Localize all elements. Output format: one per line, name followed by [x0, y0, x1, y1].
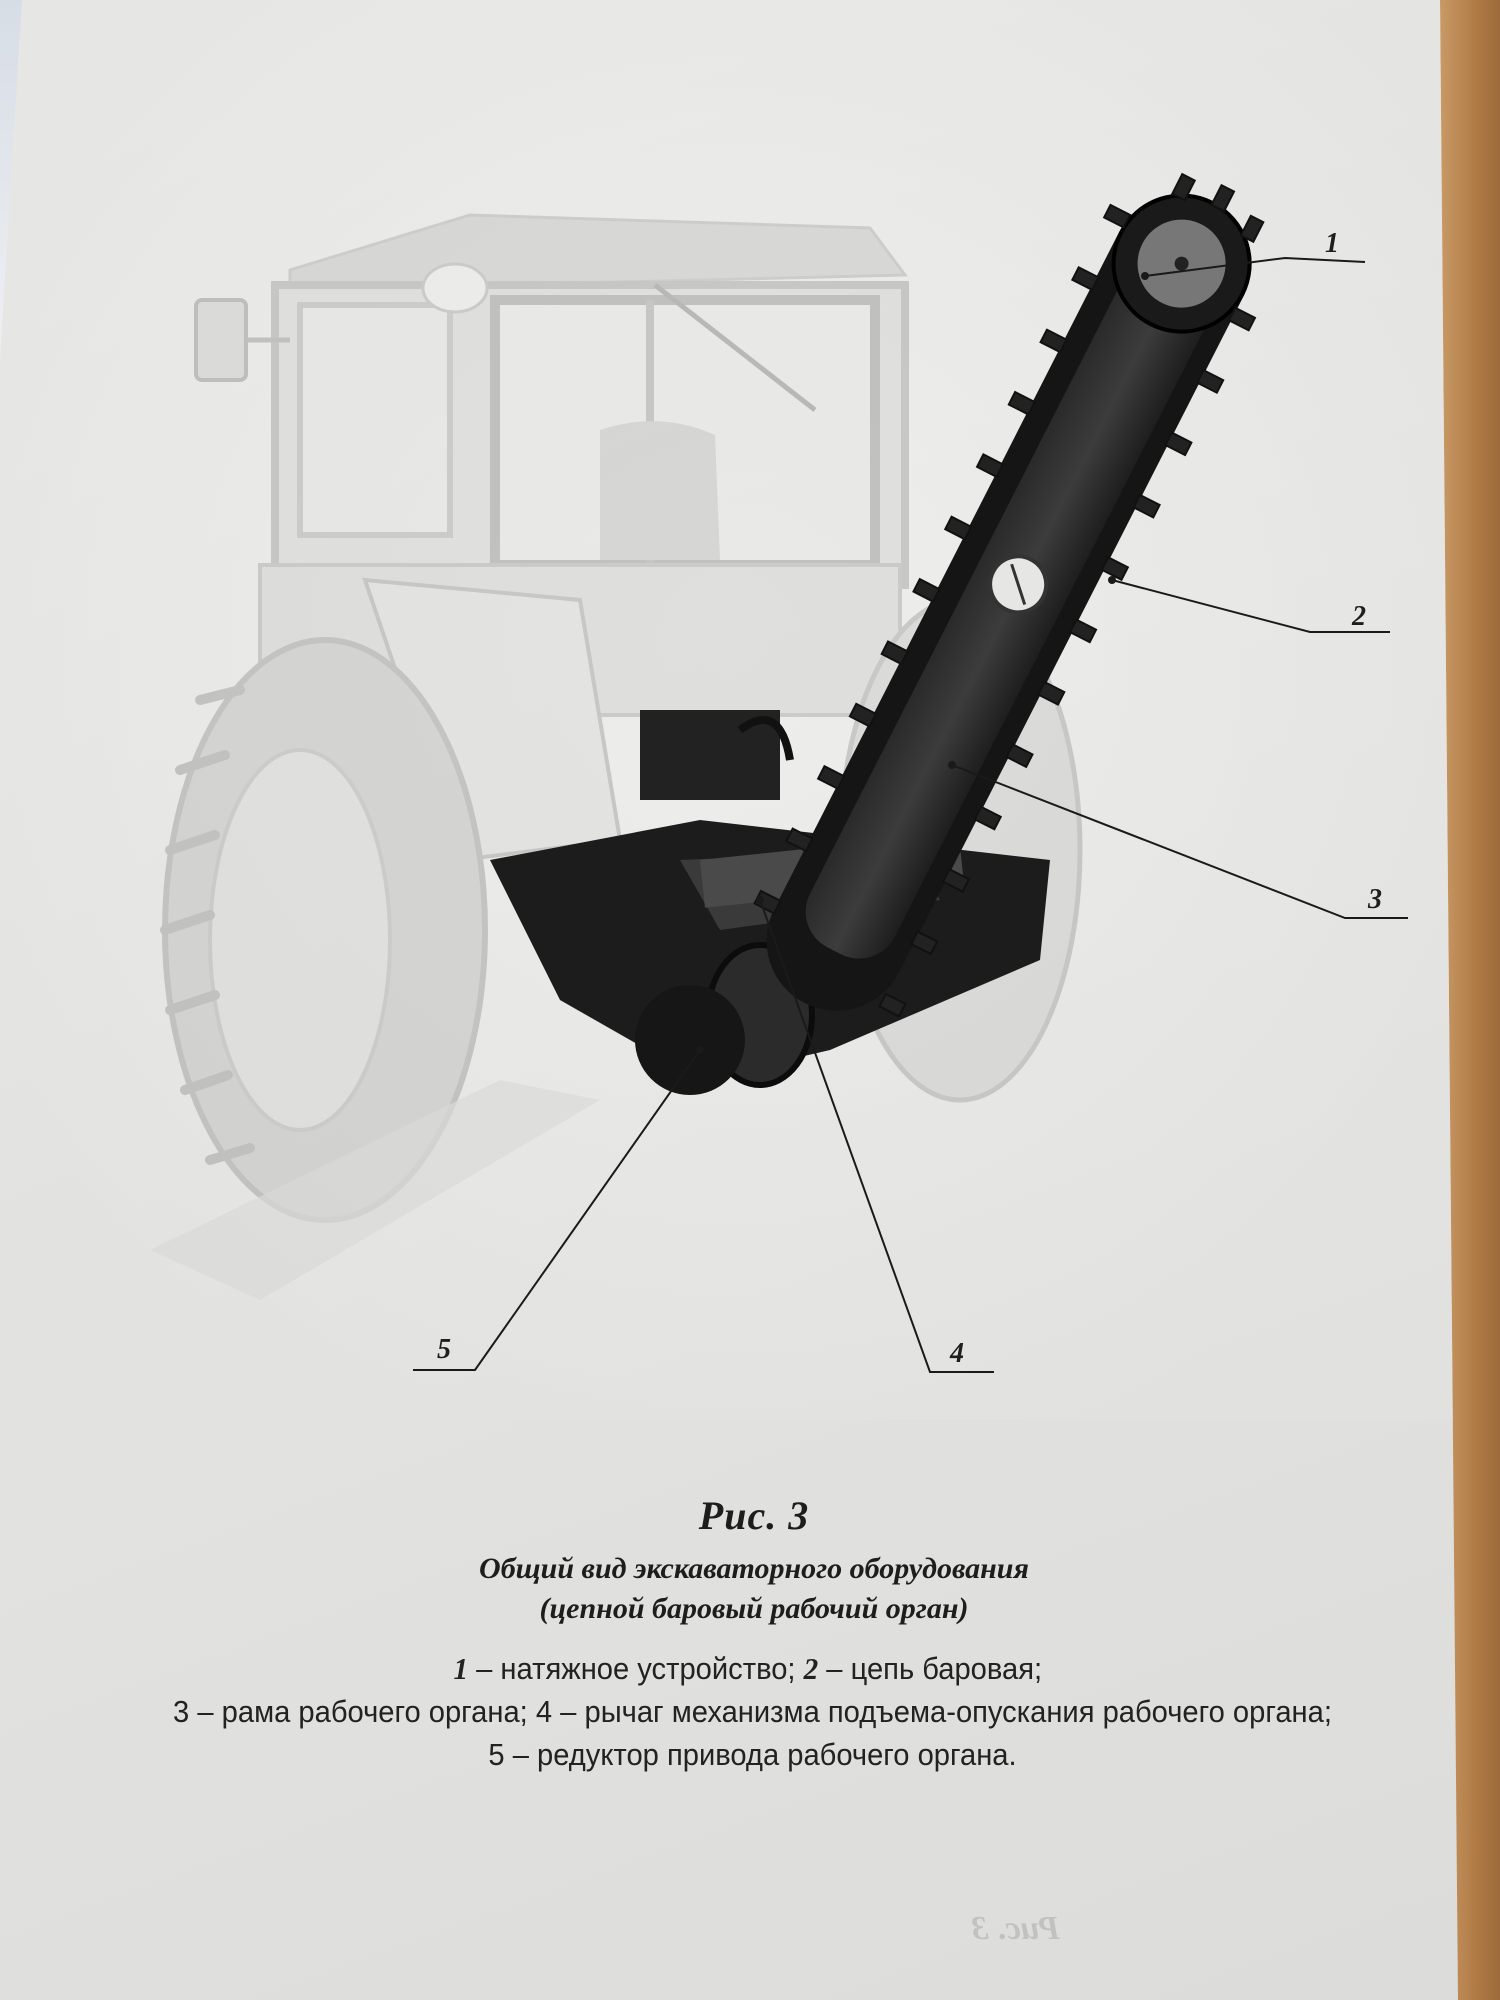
figure-title-line-2: (цепной баровый рабочий орган): [539, 1592, 969, 1625]
callout-4: 4: [949, 1338, 964, 1369]
callout-5: 5: [437, 1334, 451, 1365]
document-page: 1 2 3 4 5 Рис. 3 Общий вид экскаваторног…: [0, 0, 1458, 2000]
callout-1: 1: [1325, 228, 1339, 259]
legend-sep-2: –: [818, 1651, 851, 1686]
figure-title-line-1: Общий вид экскаваторного оборудования: [479, 1552, 1029, 1585]
callout-2: 2: [1351, 601, 1366, 632]
excavator-attachment: [490, 172, 1265, 1095]
legend-sep-4: –: [552, 1694, 585, 1729]
legend-num-1: 1: [453, 1651, 469, 1686]
figure-title: Общий вид экскаваторного оборудования (ц…: [50, 1549, 1458, 1629]
legend-num-2: 2: [803, 1651, 819, 1686]
legend-text-4: рычаг механизма подъема-опускания рабоче…: [584, 1694, 1332, 1729]
legend-text-3: рама рабочего органа;: [221, 1694, 528, 1729]
bleed-through-text: Рис. 3: [971, 1910, 1060, 1947]
legend-num-4: 4: [535, 1694, 553, 1729]
legend-line-1: 1 – натяжное устройство; 2 – цепь барова…: [81, 1647, 1414, 1690]
legend-sep-1: –: [468, 1651, 501, 1686]
legend-text-1: натяжное устройство;: [500, 1651, 796, 1686]
legend-line-3: 5 – редуктор привода рабочего органа.: [91, 1733, 1415, 1776]
leader-lines: [413, 256, 1408, 1373]
legend-sep-5: –: [504, 1737, 538, 1772]
figure-label: Рис. 3: [698, 1493, 810, 1538]
legend-text-2: цепь баровая;: [850, 1651, 1043, 1686]
figure-legend: 1 – натяжное устройство; 2 – цепь барова…: [44, 1647, 1415, 1776]
figure-caption: Рис. 3 Общий вид экскаваторного оборудов…: [0, 1492, 1458, 1776]
excavator-figure: 1 2 3 4 5: [0, 0, 1458, 1420]
legend-text-5: редуктор привода рабочего органа.: [537, 1737, 1017, 1772]
legend-num-5: 5: [488, 1737, 505, 1772]
callout-3: 3: [1367, 884, 1382, 915]
legend-num-3: 3: [173, 1694, 190, 1729]
legend-sep-3: –: [189, 1694, 222, 1729]
legend-line-2: 3 – рама рабочего органа; 4 – рычаг меха…: [91, 1690, 1415, 1733]
